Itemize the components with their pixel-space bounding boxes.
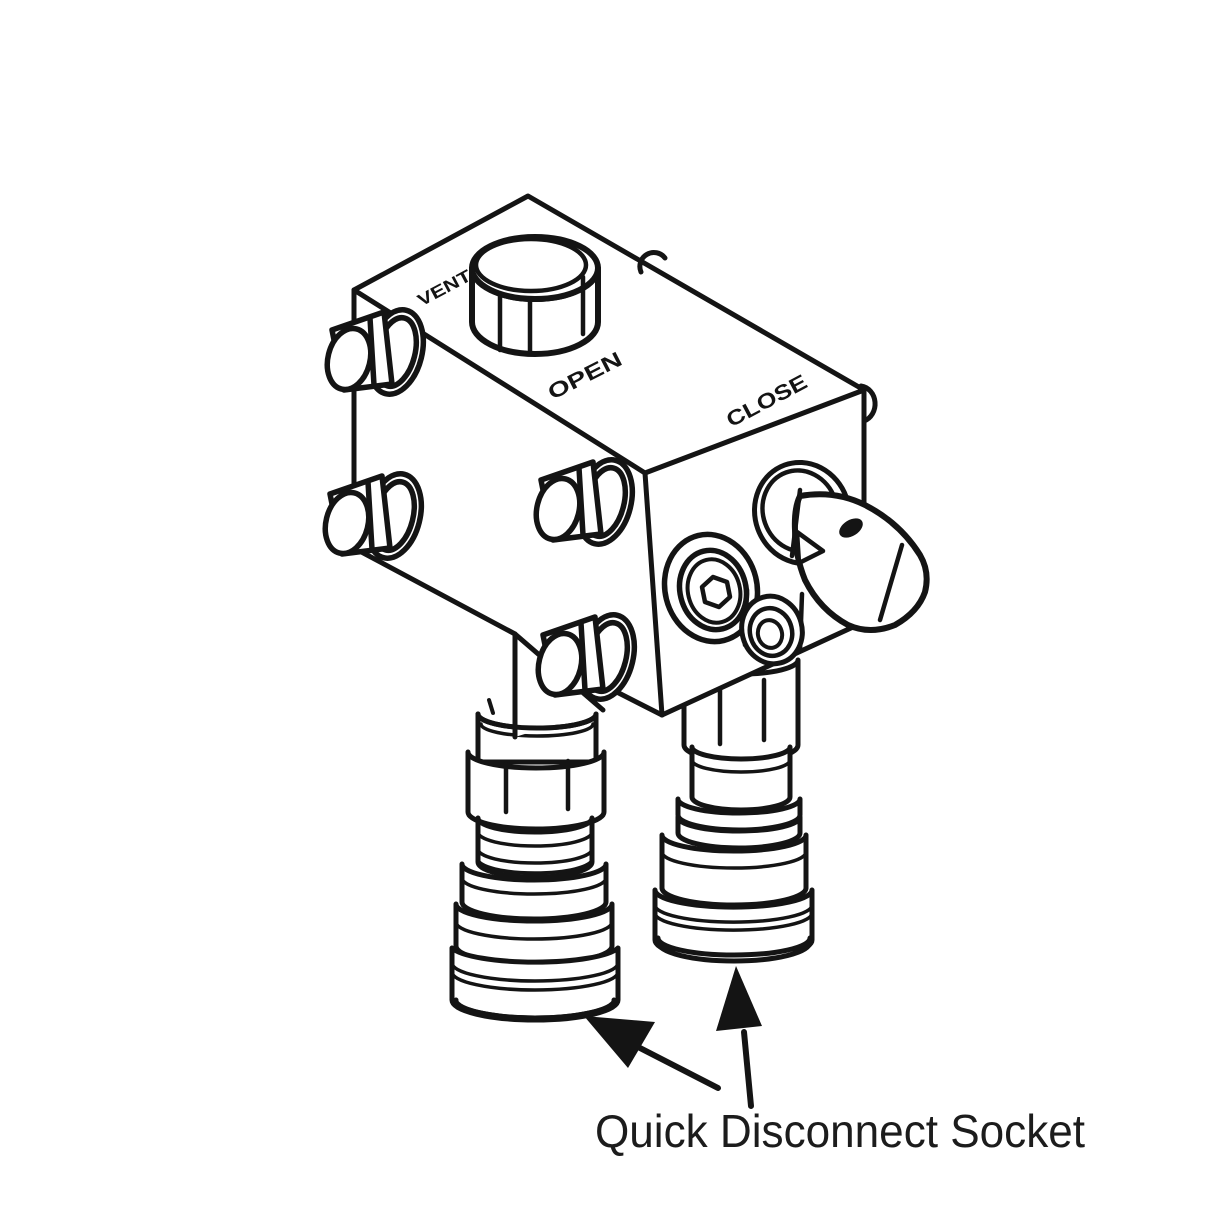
socket-head-plug	[661, 531, 761, 645]
arrow-left-shaft	[637, 1045, 721, 1091]
callout-arrows	[584, 966, 762, 1109]
caption-text: Quick Disconnect Socket	[595, 1105, 1085, 1157]
arrow-right-shaft	[741, 1029, 754, 1109]
hex-plug	[469, 234, 601, 357]
knob-dimple	[839, 518, 863, 538]
quick-disconnect-socket-left	[449, 694, 621, 1023]
quick-disconnect-socket-right	[652, 657, 815, 964]
arrow-right-head	[716, 966, 762, 1031]
corner-boss	[858, 383, 878, 424]
arrow-left-head	[584, 1016, 655, 1068]
release-knob-fitting	[739, 459, 930, 667]
top-edge-boss	[637, 250, 668, 275]
knob-notch	[794, 529, 826, 566]
